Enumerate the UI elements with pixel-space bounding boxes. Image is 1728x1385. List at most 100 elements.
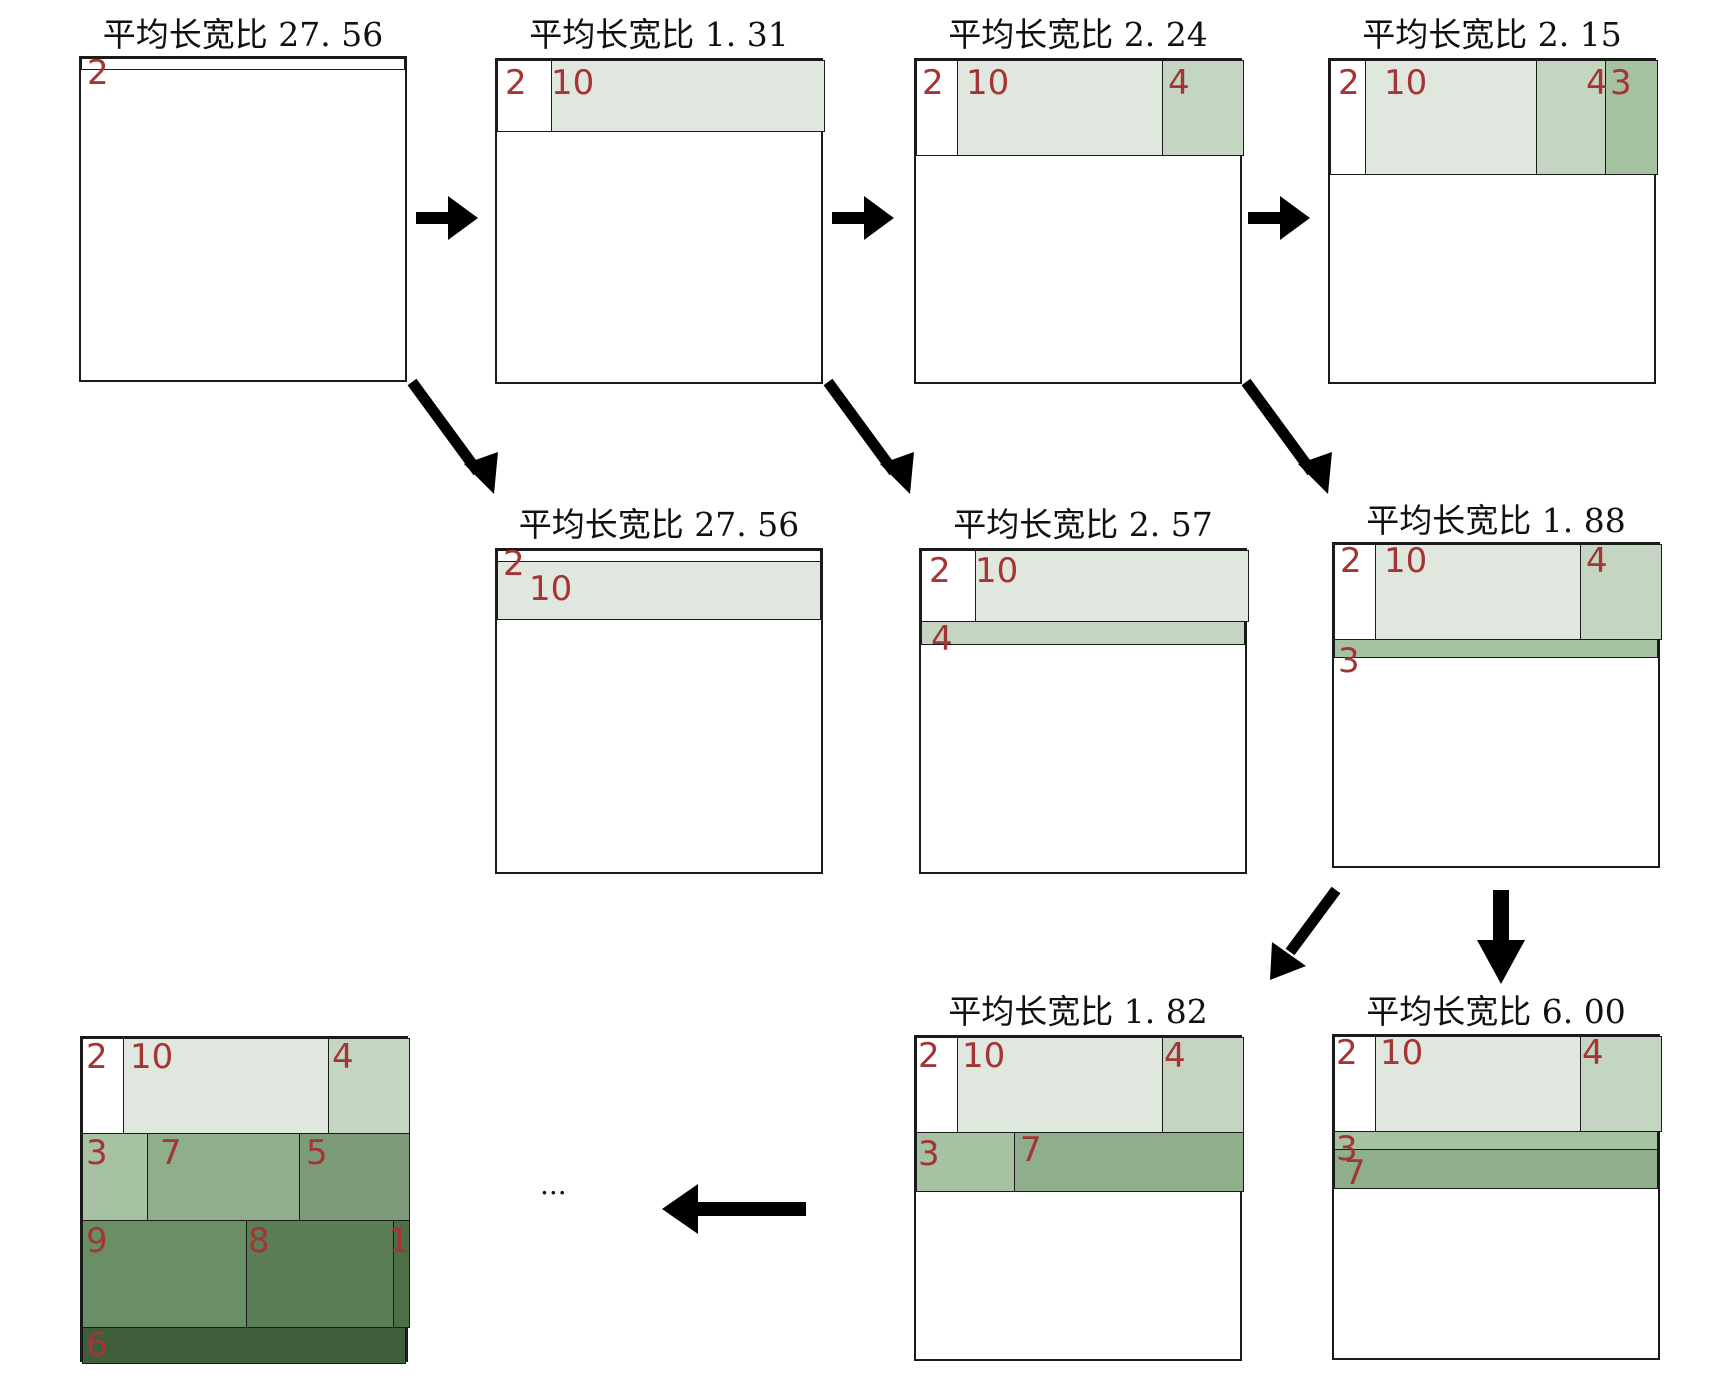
cell-9: [82, 1220, 247, 1328]
panel-step-2: 平均长宽比 1. 31 2 10: [495, 15, 825, 384]
cell-3: [1334, 1131, 1658, 1150]
panel-final: 2 10 4 3 7 5 9 8 1 6: [80, 1036, 410, 1365]
cell-7: [147, 1133, 300, 1221]
label-10: 10: [551, 63, 595, 103]
cell-4: [1162, 1037, 1244, 1133]
arrow-down-icon: [1477, 890, 1525, 984]
cell-3: [82, 1133, 148, 1221]
panel-title: 平均长宽比 27. 56: [102, 15, 384, 54]
label-10: 10: [1384, 63, 1428, 103]
label-3: 3: [1338, 641, 1360, 681]
panel-step-7: 平均长宽比 1. 88 2 10 4 3: [1332, 501, 1662, 868]
arrow-right-icon: [1248, 196, 1310, 240]
label-5: 5: [306, 1133, 328, 1173]
label-2: 2: [503, 544, 525, 584]
label-2: 2: [1340, 541, 1362, 581]
layout-frame: 2: [79, 56, 407, 382]
cell-2: [81, 58, 405, 70]
cell-3: [916, 1132, 1015, 1192]
label-2: 2: [87, 53, 109, 93]
label-4: 4: [1164, 1036, 1186, 1076]
label-4: 4: [1582, 1033, 1604, 1073]
layout-frame: 2 10 4 3: [1328, 58, 1658, 384]
cell-10: [957, 1037, 1163, 1133]
label-10: 10: [1380, 1033, 1424, 1073]
panel-title: 平均长宽比 6. 00: [1366, 992, 1626, 1031]
arrow-down-left-icon: [1270, 886, 1341, 980]
cell-2: [497, 60, 552, 132]
panel-title: 平均长宽比 27. 56: [518, 505, 800, 544]
label-2: 2: [1338, 63, 1360, 103]
cell-10: [957, 60, 1163, 156]
label-6: 6: [86, 1325, 108, 1365]
arrow-left-icon: [662, 1184, 806, 1234]
label-3: 3: [918, 1134, 940, 1174]
label-2: 2: [918, 1036, 940, 1076]
label-4: 4: [1586, 63, 1608, 103]
cell-2: [916, 60, 958, 156]
panel-title: 平均长宽比 2. 57: [953, 505, 1213, 544]
label-2: 2: [922, 63, 944, 103]
ellipsis: ...: [540, 1168, 567, 1201]
layout-frame: 2 10 4 3 7: [1332, 1033, 1662, 1360]
label-3: 3: [1610, 63, 1632, 103]
label-7: 7: [1020, 1130, 1042, 1170]
cell-10: [975, 550, 1249, 622]
cell-2: [921, 550, 976, 622]
layout-frame: 2 10 4: [919, 548, 1249, 874]
cell-4: [1162, 60, 1244, 156]
label-2: 2: [86, 1037, 108, 1077]
label-10: 10: [966, 63, 1010, 103]
label-10: 10: [975, 551, 1019, 591]
label-7: 7: [160, 1133, 182, 1173]
panel-step-1: 平均长宽比 27. 56 2: [79, 15, 407, 382]
cell-7: [1014, 1132, 1244, 1192]
label-4: 4: [1586, 541, 1608, 581]
label-4: 4: [931, 619, 953, 659]
panel-step-4: 平均长宽比 2. 15 2 10 4 3: [1328, 15, 1658, 384]
cell-2: [82, 1038, 124, 1134]
panel-step-9: 平均长宽比 6. 00 2 10 4 3 7: [1332, 992, 1662, 1360]
arrow-down-right-icon: [823, 378, 914, 494]
arrow-down-right-icon: [407, 378, 498, 494]
label-10: 10: [962, 1036, 1006, 1076]
cell-4: [1580, 1036, 1662, 1132]
cell-10: [551, 60, 825, 132]
label-4: 4: [1168, 63, 1190, 103]
label-3: 3: [1336, 1129, 1358, 1169]
panel-title: 平均长宽比 2. 15: [1362, 15, 1622, 54]
panel-step-3: 平均长宽比 2. 24 2 10 4: [914, 15, 1244, 384]
label-10: 10: [130, 1037, 174, 1077]
cell-10: [1365, 60, 1537, 175]
cell-4: [1536, 60, 1606, 175]
cell-4: [1580, 544, 1662, 640]
panel-title: 平均长宽比 1. 88: [1366, 501, 1626, 540]
panel-title: 平均长宽比 1. 82: [948, 992, 1208, 1031]
cell-2: [1334, 544, 1376, 640]
panel-step-6: 平均长宽比 2. 57 2 10 4: [919, 505, 1249, 874]
layout-frame: 2 10: [495, 58, 825, 384]
arrow-right-icon: [832, 196, 894, 240]
panel-title: 平均长宽比 2. 24: [948, 15, 1208, 54]
panel-step-5: 平均长宽比 27. 56 2 10: [495, 505, 823, 874]
label-9: 9: [86, 1221, 108, 1261]
layout-frame: 2 10: [495, 544, 823, 874]
layout-frame: 2 10 4 3: [1332, 541, 1662, 868]
panel-title: 平均长宽比 1. 31: [529, 15, 789, 54]
layout-frame: 2 10 4 3 7: [914, 1035, 1244, 1361]
label-8: 8: [248, 1221, 270, 1261]
layout-frame: 2 10 4: [914, 58, 1244, 384]
cell-2: [916, 1037, 958, 1133]
label-10: 10: [529, 569, 573, 609]
arrow-right-icon: [416, 196, 478, 240]
label-3: 3: [86, 1133, 108, 1173]
panel-step-8: 平均长宽比 1. 82 2 10 4 3 7: [914, 992, 1244, 1361]
label-7: 7: [1344, 1153, 1366, 1193]
cell-4: [921, 621, 1245, 645]
label-2: 2: [929, 551, 951, 591]
label-2: 2: [1336, 1033, 1358, 1073]
cell-7: [1334, 1149, 1658, 1189]
label-10: 10: [1384, 541, 1428, 581]
cell-6: [82, 1327, 406, 1364]
